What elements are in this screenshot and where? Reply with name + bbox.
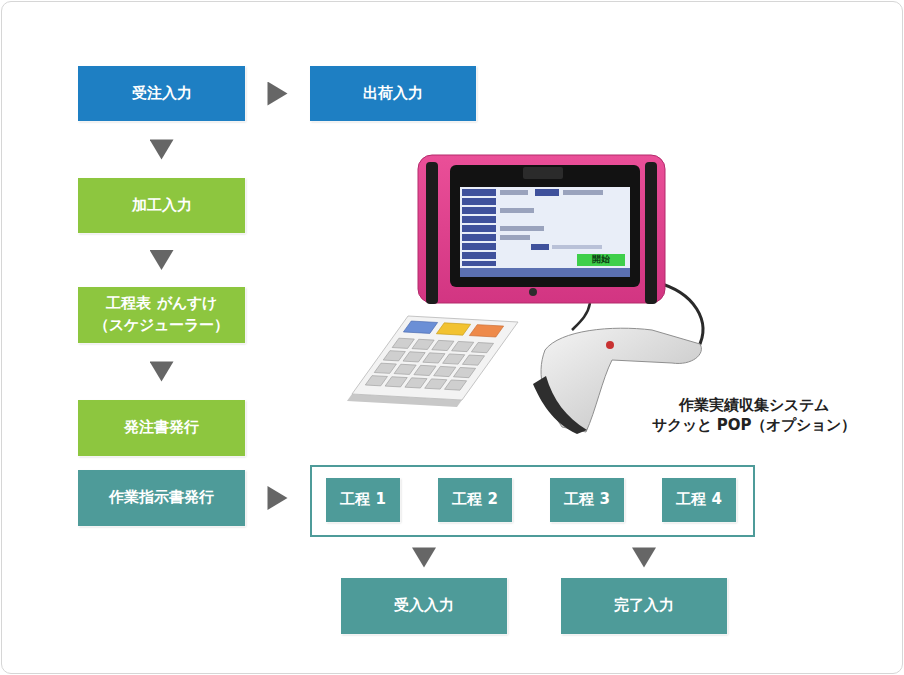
flow-arrow	[245, 497, 310, 499]
tablet-button	[529, 288, 537, 296]
box-text: 加工入力	[132, 195, 192, 217]
tablet-bezel	[450, 165, 640, 287]
box-text: 工程 4	[676, 489, 722, 511]
process-box: 作業指示書発行	[78, 470, 245, 526]
tablet-strap	[426, 162, 438, 304]
box-text: 作業指示書発行	[109, 487, 214, 509]
process-box: 加工入力	[78, 178, 245, 233]
screen-rows	[460, 189, 630, 277]
box-text: 発注書発行	[124, 417, 199, 439]
flow-arrow	[161, 121, 163, 178]
process-box: 受注入力	[78, 66, 245, 121]
box-text: 出荷入力	[363, 83, 423, 105]
keypad	[347, 316, 518, 407]
box-text: 工程 2	[452, 489, 498, 511]
tablet-strap	[645, 162, 657, 304]
keypad-cable	[572, 303, 590, 330]
process-box: 工程 4	[662, 478, 736, 522]
box-text: 工程 3	[564, 489, 610, 511]
flow-arrow	[161, 233, 163, 287]
box-text: 工程 1	[340, 489, 386, 511]
tablet-screen	[460, 187, 630, 277]
flow-arrow	[643, 537, 645, 578]
process-box: 工程 3	[550, 478, 624, 522]
flow-arrow	[245, 93, 310, 95]
flow-arrow	[161, 343, 163, 400]
tablet-frame	[418, 155, 665, 303]
process-group: 工程 1 工程 2 工程 3 工程 4	[310, 465, 755, 537]
flow-arrow	[423, 537, 425, 578]
screen-button-text: 開始	[577, 254, 625, 266]
box-text: 受注入力	[132, 83, 192, 105]
box-text: 受入入力	[394, 595, 454, 617]
process-box: 受入入力	[341, 578, 507, 634]
process-box: 工程表 がんすけ （スケジューラー）	[78, 287, 245, 343]
process-box: 完了入力	[561, 578, 727, 634]
process-box: 工程 1	[326, 478, 400, 522]
box-text: 工程表 がんすけ （スケジューラー）	[87, 293, 237, 337]
illustration-caption: 作業実績収集システム サクッと POP（オプション）	[648, 396, 860, 435]
tablet-logo	[523, 167, 563, 179]
process-box: 発注書発行	[78, 400, 245, 456]
process-box: 出荷入力	[310, 66, 476, 121]
process-box: 工程 2	[438, 478, 512, 522]
box-text: 完了入力	[614, 595, 674, 617]
